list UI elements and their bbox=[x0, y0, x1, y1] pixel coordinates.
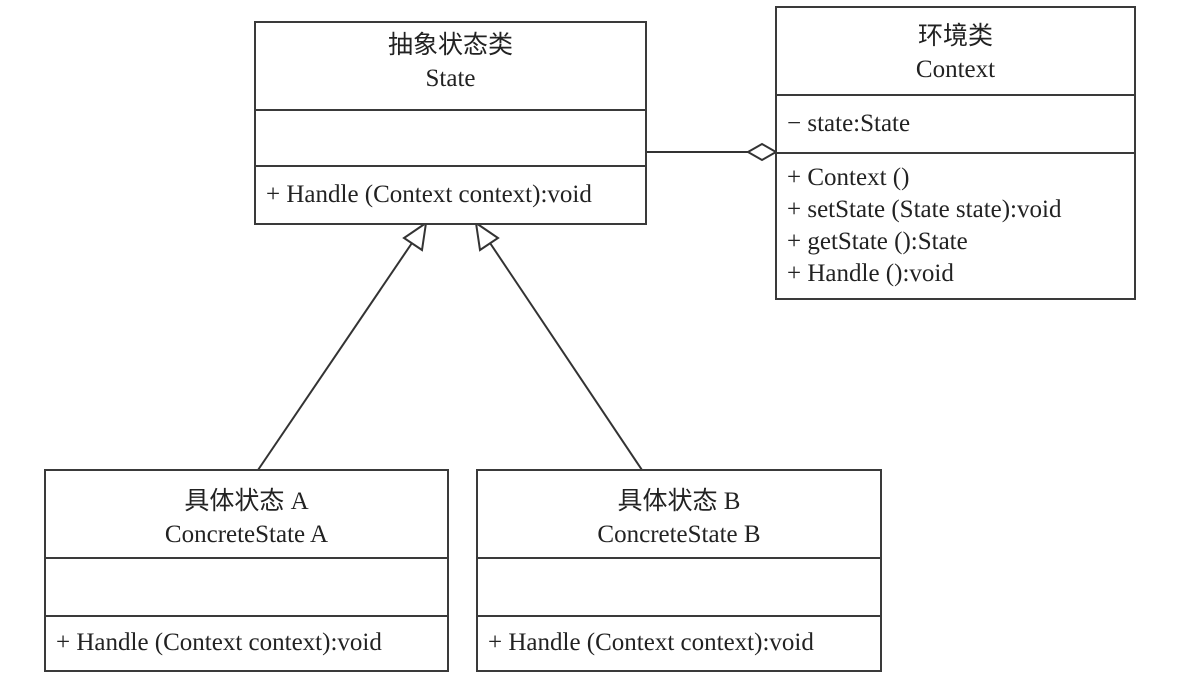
class-context: 环境类 Context − state:State + Context () +… bbox=[775, 6, 1136, 300]
class-state: 抽象状态类 State + Handle (Context context):v… bbox=[254, 21, 647, 225]
class-context-attr: − state:State bbox=[787, 110, 911, 137]
class-concrete-a-operations: + Handle (Context context):void bbox=[46, 617, 447, 659]
class-state-attributes bbox=[256, 111, 645, 167]
class-context-op: + Handle ():void bbox=[787, 260, 954, 287]
class-concrete-state-b: 具体状态 B ConcreteState B + Handle (Context… bbox=[476, 469, 882, 672]
class-context-name-en: Context bbox=[915, 56, 996, 83]
class-concrete-b-op: + Handle (Context context):void bbox=[488, 629, 814, 656]
generalization-arrow-a-icon bbox=[402, 220, 428, 252]
class-concrete-state-a: 具体状态 A ConcreteState A + Handle (Context… bbox=[44, 469, 449, 672]
generalization-arrow-b-icon bbox=[474, 220, 500, 252]
class-context-attributes: − state:State bbox=[777, 96, 1134, 154]
class-concrete-a-name-cn: 具体状态 A bbox=[184, 488, 309, 515]
class-concrete-b-name-en: ConcreteState B bbox=[597, 521, 761, 548]
class-concrete-a-op: + Handle (Context context):void bbox=[56, 629, 382, 656]
class-context-name-cn: 环境类 bbox=[917, 23, 993, 50]
class-concrete-b-operations: + Handle (Context context):void bbox=[478, 617, 880, 659]
generalization-line-a bbox=[257, 239, 415, 471]
class-concrete-a-name-en: ConcreteState A bbox=[164, 521, 329, 548]
class-concrete-a-header: 具体状态 A ConcreteState A bbox=[46, 471, 447, 559]
aggregation-diamond-icon bbox=[745, 142, 779, 162]
class-context-op: + setState (State state):void bbox=[787, 196, 1062, 223]
class-context-operations: + Context () + setState (State state):vo… bbox=[777, 154, 1134, 290]
class-concrete-a-attributes bbox=[46, 559, 447, 617]
class-state-operations: + Handle (Context context):void bbox=[256, 167, 645, 211]
class-context-header: 环境类 Context bbox=[777, 8, 1134, 96]
class-state-header: 抽象状态类 State bbox=[256, 23, 645, 111]
generalization-line-b bbox=[487, 239, 643, 471]
class-concrete-b-attributes bbox=[478, 559, 880, 617]
class-state-name-cn: 抽象状态类 bbox=[387, 32, 513, 59]
class-state-name-en: State bbox=[425, 65, 476, 92]
class-concrete-b-header: 具体状态 B ConcreteState B bbox=[478, 471, 880, 559]
class-context-op: + Context () bbox=[787, 164, 910, 191]
class-state-op: + Handle (Context context):void bbox=[266, 181, 592, 208]
class-context-op: + getState ():State bbox=[787, 228, 968, 255]
class-concrete-b-name-cn: 具体状态 B bbox=[617, 488, 741, 515]
